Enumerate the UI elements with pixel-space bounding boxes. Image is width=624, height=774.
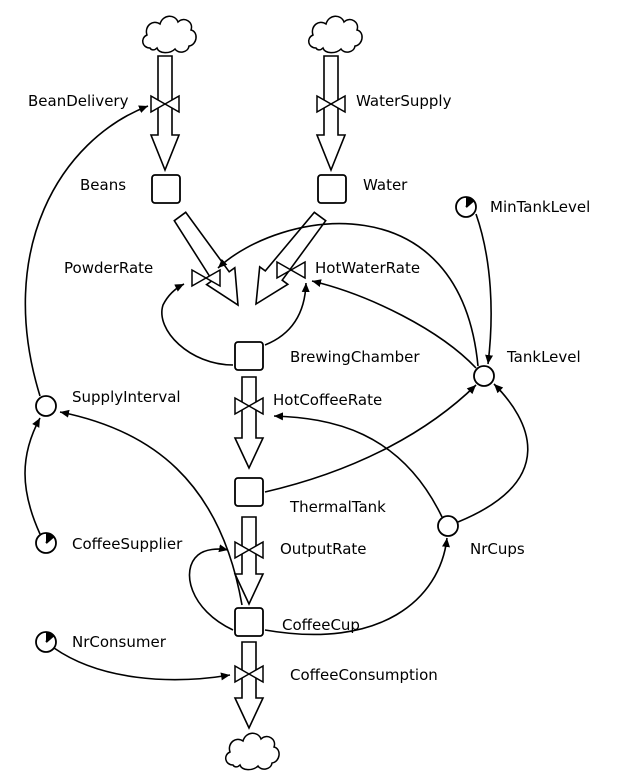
label-output-rate: OutputRate: [280, 540, 367, 558]
pipe-bean-delivery: [149, 55, 181, 173]
valve-hot-coffee-rate[interactable]: [234, 396, 264, 416]
const-nr-consumer-icon[interactable]: [35, 631, 57, 653]
source-cloud-water: [308, 15, 363, 54]
aux-nr-cups-circle[interactable]: [437, 515, 459, 537]
sink-cloud-consumption: [225, 732, 280, 771]
label-tank-level: TankLevel: [506, 348, 581, 366]
const-min-tank-level-icon[interactable]: [455, 196, 477, 218]
label-nr-cups: NrCups: [470, 540, 525, 558]
link-tanklevel-to-hotwaterrate: [311, 279, 477, 369]
stock-brewing-chamber-box[interactable]: [234, 341, 264, 371]
pipe-hot-coffee-rate: [233, 376, 265, 470]
label-supply-interval: SupplyInterval: [72, 388, 181, 406]
stock-beans-box[interactable]: [151, 174, 181, 204]
valve-powder-rate[interactable]: [191, 268, 221, 288]
valve-coffee-consumption[interactable]: [234, 664, 264, 684]
label-powder-rate: PowderRate: [64, 259, 153, 277]
pipe-output-rate: [233, 516, 265, 606]
aux-supply-interval-circle[interactable]: [35, 395, 57, 417]
link-brewingchamber-to-powderrate: [161, 283, 234, 366]
label-hot-coffee-rate: HotCoffeeRate: [273, 391, 382, 409]
pipe-hot-water-rate: [255, 211, 327, 306]
label-thermal-tank: ThermalTank: [289, 498, 386, 516]
aux-tank-level-circle[interactable]: [473, 365, 495, 387]
label-water: Water: [363, 176, 408, 194]
const-coffee-supplier-icon[interactable]: [35, 532, 57, 554]
link-mintanklevel-to-tanklevel: [475, 213, 494, 365]
label-min-tank-level: MinTankLevel: [490, 198, 590, 216]
label-coffee-consumption: CoffeeConsumption: [290, 666, 438, 684]
source-cloud-beans: [142, 15, 197, 54]
link-nrcups-to-hotcoffeerate: [273, 412, 443, 518]
label-nr-consumer: NrConsumer: [72, 633, 167, 651]
link-nrcups-to-tanklevel: [457, 383, 529, 523]
label-bean-delivery: BeanDelivery: [28, 92, 129, 110]
link-coffeecup-to-outputrate: [188, 544, 234, 631]
link-brewingchamber-to-hotwaterrate: [264, 282, 310, 346]
stock-thermal-tank-box[interactable]: [234, 477, 264, 507]
label-beans: Beans: [80, 176, 126, 194]
stock-water-box[interactable]: [317, 174, 347, 204]
label-water-supply: WaterSupply: [356, 92, 452, 110]
link-supplyinterval-to-beandelivery: [24, 105, 149, 397]
link-coffeecup-to-supplyinterval: [59, 409, 243, 606]
link-nrconsumer-to-coffeeconsumption: [53, 647, 231, 681]
link-tanklevel-to-powderrate: [217, 222, 479, 367]
link-coffeesupplier-to-supplyinterval: [24, 417, 41, 535]
label-brewing-chamber: BrewingChamber: [290, 348, 420, 366]
label-coffee-supplier: CoffeeSupplier: [72, 535, 183, 553]
valve-output-rate[interactable]: [234, 540, 264, 560]
stock-coffee-cup-box[interactable]: [234, 607, 264, 637]
pipe-coffee-consumption: [233, 641, 265, 730]
valve-water-supply[interactable]: [316, 94, 346, 114]
link-coffeecup-to-nrcups: [264, 537, 450, 636]
valve-bean-delivery[interactable]: [150, 94, 180, 114]
label-coffee-cup: CoffeeCup: [282, 616, 360, 634]
pipe-water-supply: [315, 55, 347, 173]
link-thermaltank-to-tanklevel: [264, 384, 477, 493]
label-hot-water-rate: HotWaterRate: [315, 259, 420, 277]
valve-hot-water-rate[interactable]: [276, 260, 306, 280]
